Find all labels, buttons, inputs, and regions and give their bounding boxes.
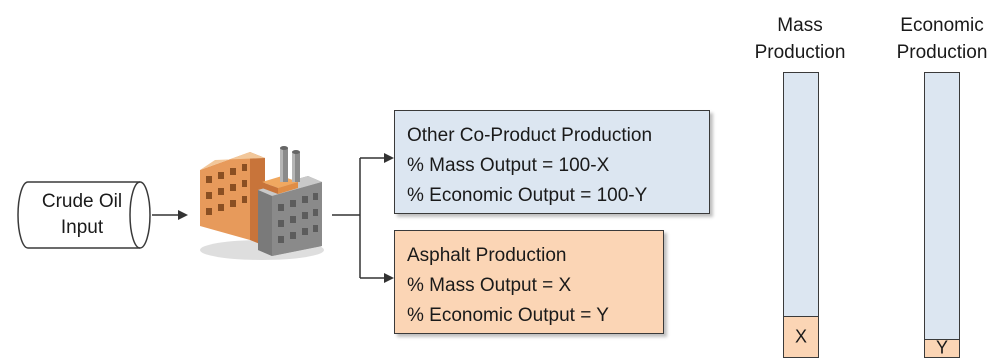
asphalt-box: Asphalt Production % Mass Output = X % E… (394, 230, 664, 334)
factory-icon (200, 146, 324, 260)
co-product-title: Other Co-Product Production (407, 125, 653, 146)
crude-oil-label-line2: Input (60, 217, 104, 238)
asphalt-title: Asphalt Production (407, 245, 567, 266)
mass-production-title-line2: Production (754, 42, 846, 63)
mass-production-bar-lower: X (784, 316, 818, 357)
mass-production-bar: X (783, 72, 819, 358)
asphalt-mass-output: % Mass Output = X (407, 275, 572, 296)
co-product-box: Other Co-Product Production % Mass Outpu… (394, 110, 710, 214)
mass-production-title: Mass Production (740, 12, 860, 66)
mass-production-bar-label: X (794, 326, 807, 347)
economic-production-bar-lower: Y (925, 337, 959, 358)
economic-production-bar-label: Y (935, 337, 948, 358)
crude-oil-cylinder (17, 181, 151, 249)
crude-oil-label: Crude Oil Input (22, 189, 142, 241)
economic-production-bar: Y (924, 72, 960, 358)
economic-production-title-line1: Economic (900, 15, 984, 36)
asphalt-economic-output: % Economic Output = Y (407, 305, 609, 326)
mass-production-title-line1: Mass (777, 15, 823, 36)
crude-oil-label-line1: Crude Oil (41, 191, 123, 212)
co-product-economic-output: % Economic Output = 100-Y (407, 185, 648, 206)
economic-production-title-line2: Production (896, 42, 988, 63)
economic-production-title: Economic Production (882, 12, 997, 66)
branch-connector (332, 153, 394, 283)
co-product-mass-output: % Mass Output = 100-X (407, 155, 610, 176)
